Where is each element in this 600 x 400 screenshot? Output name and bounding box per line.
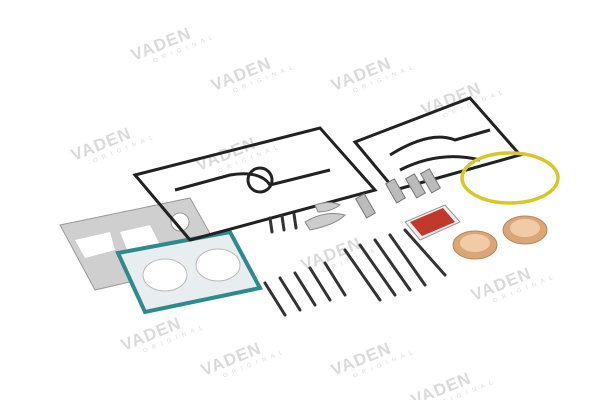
valve-springs: [354, 168, 442, 219]
grease-package: [404, 204, 461, 241]
teal-gasket: [115, 229, 264, 315]
bronze-cups: [452, 215, 548, 260]
black-gasket-right: [352, 96, 523, 192]
yellow-o-ring: [460, 151, 560, 205]
reed-valves: [304, 202, 346, 231]
black-gasket-left: [132, 126, 378, 242]
bolts: [263, 212, 447, 317]
